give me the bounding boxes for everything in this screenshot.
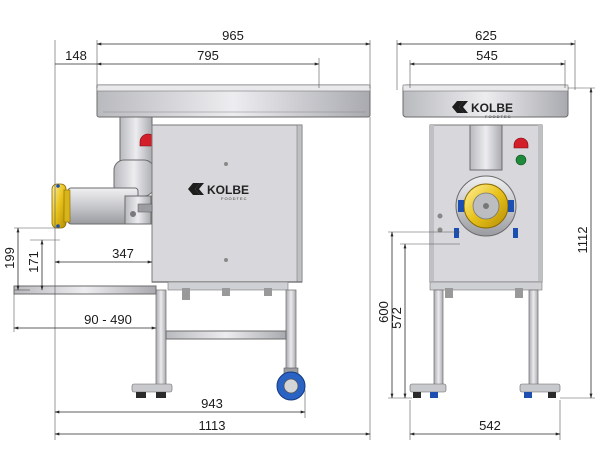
side-logo-name: KOLBE (207, 183, 249, 197)
dim-side-body-top: 795 (197, 48, 219, 63)
side-view: KOLBE FOODTEC (13, 84, 371, 401)
side-logo-sub: FOODTEC (221, 196, 248, 201)
front-legs (429, 281, 543, 387)
side-outlet-ring (51, 183, 71, 229)
dim-side-chute-depth: 347 (112, 246, 134, 261)
dim-side-offset-left: 148 (65, 48, 87, 63)
side-body (151, 124, 303, 283)
front-logo: KOLBE FOODTEC (452, 101, 513, 119)
dim-side-chute-height: 199 (2, 247, 17, 269)
side-push-bar (13, 285, 157, 295)
front-buttons (513, 137, 529, 166)
dim-front-outlet-center: 572 (389, 307, 404, 329)
front-outlet (454, 175, 518, 238)
side-barrel (67, 187, 153, 225)
front-feet (409, 383, 561, 398)
dim-front-overall-top: 625 (475, 28, 497, 43)
side-under-frame (167, 281, 289, 300)
side-caster (276, 367, 306, 401)
front-dimensions: 625 545 1112 600 572 542 (376, 28, 595, 440)
side-tray (96, 84, 371, 118)
side-logo: KOLBE FOODTEC (188, 183, 249, 201)
side-legs (155, 289, 297, 387)
dim-side-overall-top: 965 (222, 28, 244, 43)
front-neck (469, 124, 503, 171)
side-foot (131, 383, 173, 398)
dim-side-chute-center: 171 (26, 251, 41, 273)
dim-front-outlet-height: 600 (376, 301, 391, 323)
front-logo-sub: FOODTEC (485, 114, 512, 119)
front-stop-button (513, 137, 529, 149)
front-start-button (515, 154, 527, 166)
front-tray (402, 84, 569, 118)
front-view: KOLBE FOODTEC (402, 84, 569, 398)
dim-side-overall-bottom: 1113 (199, 418, 226, 433)
dim-side-push-bar: 90 - 490 (84, 312, 132, 327)
side-dimensions: 965 148 795 199 171 347 90 - 490 943 111… (2, 28, 371, 440)
side-neck (113, 116, 155, 197)
front-logo-name: KOLBE (471, 101, 513, 115)
dim-side-leg-span: 943 (201, 396, 223, 411)
dim-front-leg-span: 542 (479, 418, 501, 433)
dim-front-body-top: 545 (476, 48, 498, 63)
dim-front-total-height: 1112 (575, 227, 590, 254)
